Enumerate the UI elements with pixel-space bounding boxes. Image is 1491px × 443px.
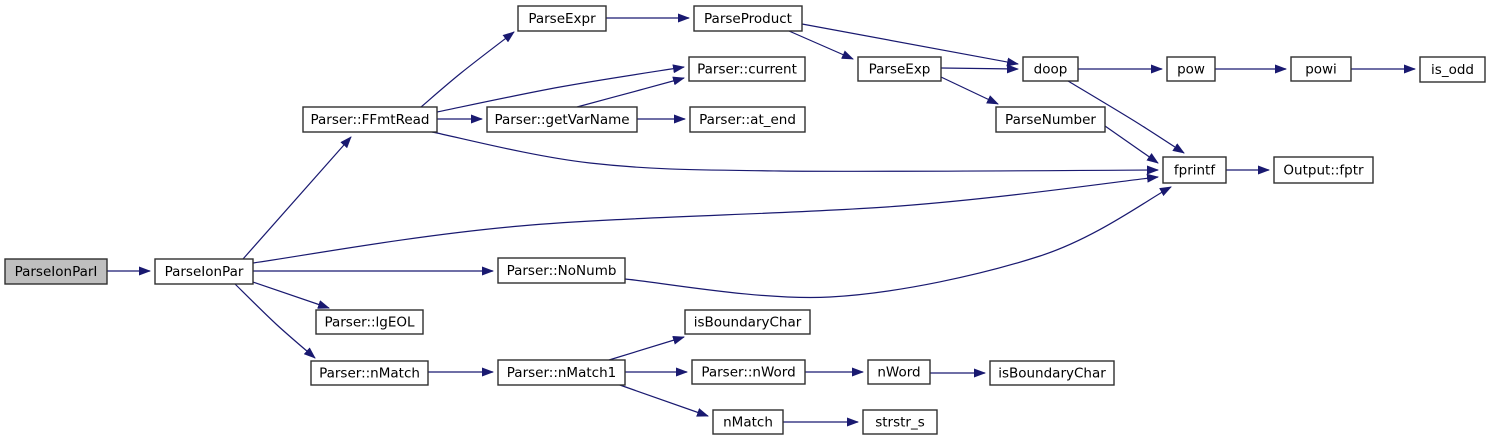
node-box-is-boundary-char	[684, 309, 811, 335]
node-ffmtread[interactable]: Parser::FFmtRead	[302, 106, 438, 133]
node-label-strstr-s: strstr_s	[875, 415, 925, 431]
edge-parse-product-to-doop	[801, 23, 1019, 67]
node-no-numb[interactable]: Parser::NoNumb	[497, 257, 626, 284]
node-label-parser-nmatch: Parser::nMatch	[319, 366, 420, 382]
node-box-parser-nword	[691, 359, 806, 385]
node-box-pow	[1166, 56, 1216, 82]
node-box-strstr-s	[862, 409, 938, 435]
node-label-get-var-name: Parser::getVarName	[494, 112, 629, 128]
node-box-parse-product	[693, 5, 803, 32]
node-box-parser-current	[688, 56, 806, 82]
edge-nmatch1-to-nmatch	[616, 383, 709, 417]
edge-parse-ion-par-to-fprintf	[252, 173, 1159, 264]
edge-ffmtread-to-parser-current	[436, 64, 685, 113]
node-strstr-s[interactable]: strstr_s	[862, 409, 938, 435]
edge-parse-product-to-parse-exp	[788, 30, 854, 60]
node-label-parser-current: Parser::current	[697, 62, 797, 78]
edge-doop-to-fprintf	[1067, 80, 1185, 154]
node-parse-number[interactable]: ParseNumber	[995, 106, 1106, 133]
node-label-parser-nword: Parser::nWord	[701, 365, 795, 381]
node-parse-expr[interactable]: ParseExpr	[517, 5, 607, 32]
node-box-get-var-name	[486, 106, 638, 133]
node-label-ffmtread: Parser::FFmtRead	[310, 112, 429, 128]
node-label-parse-expr: ParseExpr	[528, 11, 596, 27]
node-box-parse-ion-par-i	[4, 258, 108, 285]
edge-parse-ion-par-to-lg-eol	[249, 280, 330, 309]
node-box-nmatch1	[497, 359, 626, 386]
node-label-doop: doop	[1034, 62, 1068, 78]
node-box-parse-number	[995, 106, 1106, 133]
node-box-powi	[1290, 56, 1352, 82]
node-nmatch1[interactable]: Parser::nMatch1	[497, 359, 626, 386]
node-label-nword: nWord	[877, 365, 920, 381]
node-parse-exp[interactable]: ParseExp	[857, 56, 942, 82]
node-label-lg-eol: Parser::lgEOL	[324, 315, 415, 331]
node-box-ffmtread	[302, 106, 438, 133]
node-label-fprintf: fprintf	[1174, 163, 1216, 179]
node-box-is-boundary-char-2	[989, 360, 1115, 386]
node-box-lg-eol	[315, 309, 424, 335]
node-powi[interactable]: powi	[1290, 56, 1352, 82]
node-label-powi: powi	[1305, 62, 1337, 78]
node-box-fprintf	[1162, 156, 1227, 184]
edge-parse-exp-to-doop	[940, 64, 1019, 74]
node-label-parse-number: ParseNumber	[1005, 112, 1096, 128]
node-label-parse-exp: ParseExp	[869, 62, 931, 78]
node-doop[interactable]: doop	[1022, 56, 1079, 82]
node-get-var-name[interactable]: Parser::getVarName	[486, 106, 638, 133]
edge-nmatch1-to-is-boundary-char	[608, 335, 685, 361]
node-box-doop	[1022, 56, 1079, 82]
edge-get-var-name-to-parser-current	[576, 76, 685, 108]
edge-ffmtread-to-parse-expr	[420, 31, 515, 108]
node-box-parser-nmatch	[310, 360, 429, 386]
node-label-pow: pow	[1177, 62, 1205, 78]
node-parse-ion-par-i[interactable]: ParseIonParI	[4, 258, 108, 285]
node-is-boundary-char-2[interactable]: isBoundaryChar	[989, 360, 1115, 386]
node-at-end[interactable]: Parser::at_end	[689, 106, 806, 133]
node-parse-product[interactable]: ParseProduct	[693, 5, 803, 32]
node-fprintf[interactable]: fprintf	[1162, 156, 1227, 184]
node-label-nmatch: nMatch	[723, 415, 773, 431]
node-parser-nmatch[interactable]: Parser::nMatch	[310, 360, 429, 386]
node-box-parse-ion-par	[154, 258, 254, 285]
node-is-boundary-char[interactable]: isBoundaryChar	[684, 309, 811, 335]
node-box-nword	[867, 359, 931, 385]
edges-layer	[107, 13, 1416, 427]
node-pow[interactable]: pow	[1166, 56, 1216, 82]
node-is-odd[interactable]: is_odd	[1419, 56, 1486, 83]
node-box-parse-exp	[857, 56, 942, 82]
node-label-at-end: Parser::at_end	[699, 112, 796, 128]
edge-parse-number-to-fprintf	[1104, 125, 1159, 164]
node-box-at-end	[689, 106, 806, 133]
edge-no-numb-to-fprintf	[624, 186, 1172, 299]
node-label-no-numb: Parser::NoNumb	[507, 263, 617, 279]
node-label-parse-product: ParseProduct	[704, 11, 792, 27]
node-box-output-fptr	[1273, 156, 1374, 184]
node-nmatch[interactable]: nMatch	[712, 409, 784, 435]
node-label-parse-ion-par-i: ParseIonParI	[15, 264, 98, 280]
node-label-is-boundary-char: isBoundaryChar	[694, 315, 802, 331]
node-label-is-odd: is_odd	[1431, 62, 1474, 78]
edge-parse-exp-to-parse-number	[940, 76, 999, 105]
edge-parse-ion-par-to-parser-nmatch	[233, 282, 316, 359]
node-parser-nword[interactable]: Parser::nWord	[691, 359, 806, 385]
node-label-parse-ion-par: ParseIonPar	[165, 264, 244, 280]
node-box-nmatch	[712, 409, 784, 435]
node-parser-current[interactable]: Parser::current	[688, 56, 806, 82]
node-output-fptr[interactable]: Output::fptr	[1273, 156, 1374, 184]
node-label-nmatch1: Parser::nMatch1	[507, 365, 616, 381]
node-box-parse-expr	[517, 5, 607, 32]
node-label-output-fptr: Output::fptr	[1283, 163, 1364, 179]
node-lg-eol[interactable]: Parser::lgEOL	[315, 309, 424, 335]
node-nword[interactable]: nWord	[867, 359, 931, 385]
node-label-is-boundary-char-2: isBoundaryChar	[998, 366, 1106, 382]
edge-parse-ion-par-to-ffmtread	[242, 136, 352, 260]
node-parse-ion-par[interactable]: ParseIonPar	[154, 258, 254, 285]
node-box-is-odd	[1419, 56, 1486, 83]
edge-ffmtread-to-fprintf	[431, 131, 1159, 175]
node-box-no-numb	[497, 257, 626, 284]
